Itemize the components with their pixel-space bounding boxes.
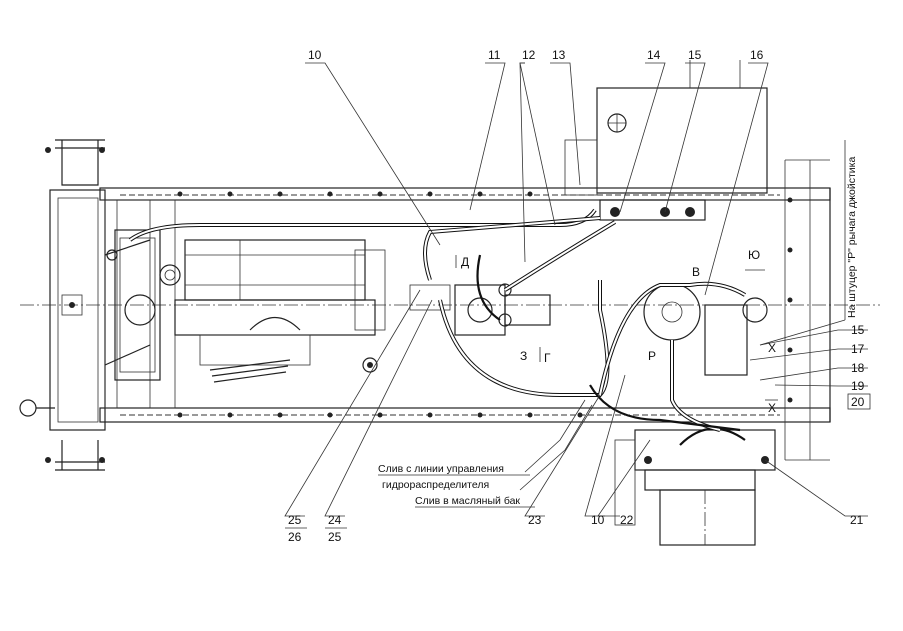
callout-13: 13 [552, 48, 566, 62]
zone-label-r: Р [648, 349, 656, 363]
engine [159, 239, 386, 383]
note-drain-tank: Слив в масляный бак [415, 495, 520, 507]
zone-label-g: Г [544, 351, 551, 365]
radiator [104, 229, 161, 381]
zone-label-d: Д [461, 255, 469, 269]
rear-housing [614, 427, 776, 546]
callout-17: 17 [851, 342, 865, 356]
zone-label-yu: Ю [748, 248, 760, 262]
callout-18: 18 [851, 361, 865, 375]
callout-10-top: 10 [308, 48, 322, 62]
frame-bolts [177, 191, 793, 418]
hydraulic-hoses [128, 208, 747, 432]
callout-20: 20 [851, 395, 865, 409]
callout-11: 11 [488, 48, 501, 62]
notes: Слив с линии управления гидрораспределит… [378, 157, 858, 508]
hydraulic-pump [409, 283, 551, 336]
callout-21: 21 [850, 513, 864, 527]
cab-block [564, 60, 768, 196]
callout-24: 24 [328, 513, 342, 527]
front-hitch [19, 139, 105, 471]
callout-23: 23 [528, 513, 542, 527]
callout-25-a: 25 [288, 513, 302, 527]
callout-15-top: 15 [688, 48, 702, 62]
zone-label-x-bottom: Х [768, 401, 776, 415]
callout-22: 22 [620, 513, 634, 527]
zone-label-v: В [692, 265, 700, 279]
note-drain-control-line2: гидрораспределителя [382, 479, 489, 491]
note-joystick: На штуцер "Р" рычага джойстика [846, 157, 858, 318]
zone-labels: Д З Г В Ю Р Х Х [455, 248, 778, 415]
callout-10-bottom: 10 [591, 513, 605, 527]
note-drain-control-line1: Слив с линии управления [378, 463, 504, 475]
callout-25-b: 25 [328, 530, 342, 544]
zone-label-x-top: Х [768, 341, 776, 355]
callout-26: 26 [288, 530, 302, 544]
callout-numbers: 10 11 12 13 14 15 16 15 17 18 19 20 21 2… [285, 48, 871, 544]
callout-16: 16 [750, 48, 764, 62]
leader-lines [284, 62, 868, 517]
filter-unit [643, 283, 768, 376]
callout-14: 14 [647, 48, 661, 62]
callout-12: 12 [522, 48, 536, 62]
callout-15-right: 15 [851, 323, 865, 337]
zone-label-z: З [520, 349, 527, 363]
callout-19: 19 [851, 379, 865, 393]
hydraulic-distributor [599, 199, 706, 221]
